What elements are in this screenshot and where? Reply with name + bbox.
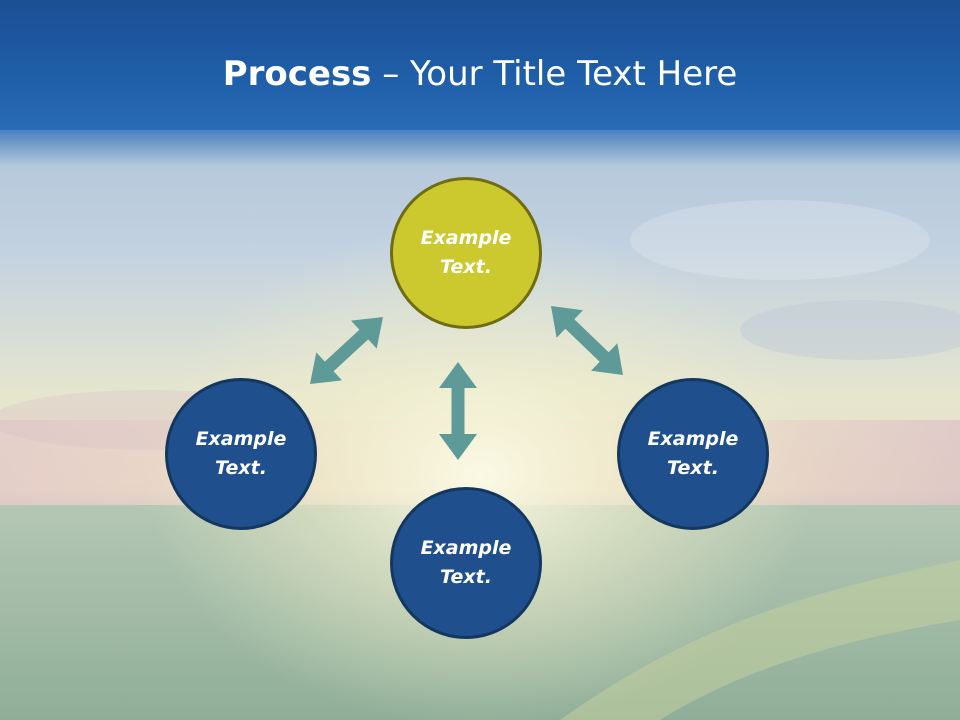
title-bar xyxy=(0,0,960,130)
arrow-center-vertical-icon xyxy=(439,362,477,460)
process-node-right[interactable]: Example Text. xyxy=(617,378,769,530)
process-node-right-label: Example Text. xyxy=(647,428,739,479)
process-node-bottom[interactable]: Example Text. xyxy=(390,487,542,639)
process-node-left[interactable]: Example Text. xyxy=(165,378,317,530)
process-node-top[interactable]: Example Text. xyxy=(390,177,542,329)
title-bold-part: Process xyxy=(222,54,372,94)
slide-title: Process – Your Title Text Here xyxy=(0,52,960,96)
title-bar-fade xyxy=(0,126,960,166)
title-rest-part: – Your Title Text Here xyxy=(371,54,738,94)
process-node-bottom-label: Example Text. xyxy=(420,537,512,588)
process-node-top-label: Example Text. xyxy=(420,227,512,278)
process-node-left-label: Example Text. xyxy=(195,428,287,479)
arrow-top-right-icon xyxy=(551,306,623,375)
arrow-left-top-icon xyxy=(310,317,383,384)
